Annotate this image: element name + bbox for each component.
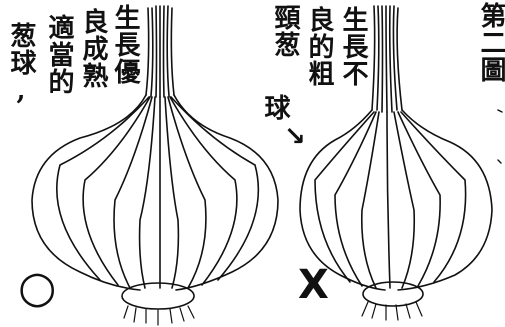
good-mark-circle: ○ <box>18 262 56 313</box>
right-caption-col3: 頸葱 <box>272 4 298 58</box>
left-caption-col4: 葱球, <box>8 22 34 107</box>
pointer-arrow-icon: ↘ <box>284 122 306 152</box>
right-caption-col1: 生長不 <box>340 6 366 87</box>
right-caption-col2: 良的粗 <box>306 6 332 87</box>
bad-mark-cross: X <box>298 262 329 308</box>
edge-marks <box>498 110 502 163</box>
figure-label: 第二圖 <box>478 2 504 83</box>
left-caption-col1: 生長優 <box>112 4 138 85</box>
right-caption-col4: 球 <box>262 94 288 121</box>
left-caption-col3: 適當的 <box>46 14 72 95</box>
left-caption-col2: 良成熟 <box>80 8 106 89</box>
